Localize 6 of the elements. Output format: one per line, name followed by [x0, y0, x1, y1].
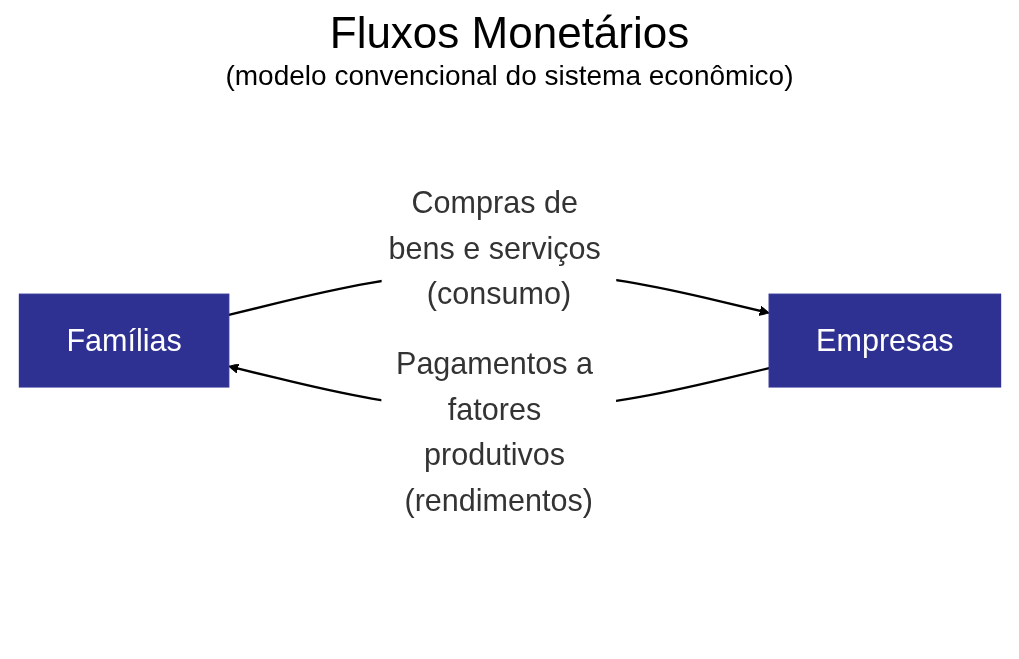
node-box: Empresas [768, 293, 1001, 388]
edge-label: Compras de bens e serviços (consumo) [388, 184, 601, 312]
node-box: Famílias [18, 293, 229, 388]
diagram-title: Fluxos Monetários [329, 8, 690, 58]
edge-label: Pagamentos a fatores produtivos (rendimentos) [395, 345, 593, 519]
subtitle: (modelo convencional do sistema econômico) [225, 60, 794, 92]
